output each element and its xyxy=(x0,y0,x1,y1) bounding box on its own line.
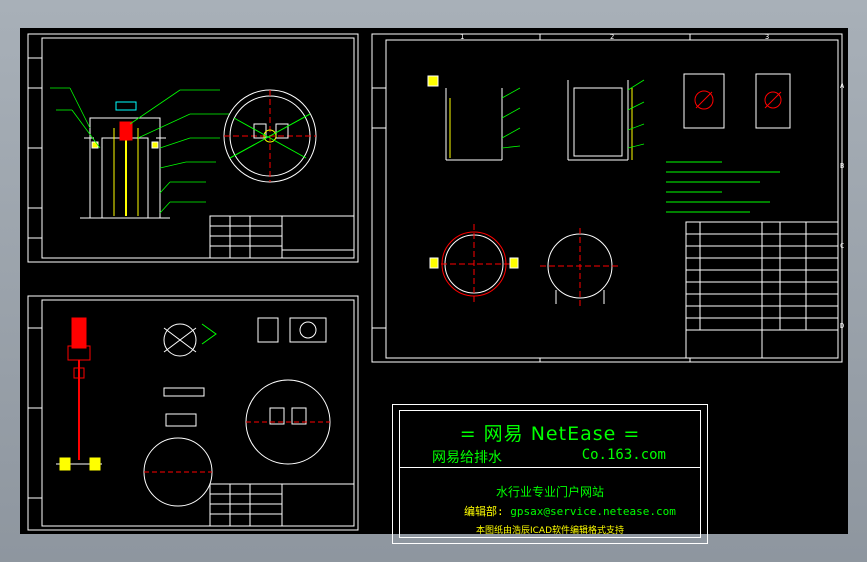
ad-note: 本图纸由浩辰ICAD软件编辑格式支持 xyxy=(475,526,625,536)
ad-title: = 网易 NetEase = xyxy=(459,423,641,445)
ad-divider xyxy=(400,467,700,468)
title-block-bottom-left xyxy=(209,483,355,527)
ad-editor-label: 编辑部: xyxy=(464,505,504,518)
tank-section-views xyxy=(427,73,791,161)
col-marker-3: 3 xyxy=(765,33,769,41)
mixer-shaft-view xyxy=(56,317,102,471)
tank-plan-view xyxy=(223,89,317,183)
tank-notes xyxy=(666,161,780,213)
row-marker-b: B xyxy=(840,162,844,170)
sheet-frame-top-left xyxy=(27,33,359,263)
row-marker-d: D xyxy=(840,322,844,330)
title-block-top-left xyxy=(209,215,355,259)
tank-circle-views xyxy=(429,224,620,306)
col-marker-2: 2 xyxy=(610,33,614,41)
ad-frame: = 网易 NetEase = 网易给排水 Co.163.com 水行业专业门户网… xyxy=(399,410,701,538)
ad-portal-text: 水行业专业门户网站 xyxy=(495,485,604,499)
ad-site-domain[interactable]: Co.163.com xyxy=(581,447,666,463)
model-space[interactable]: 1 2 3 A B C D xyxy=(20,28,848,544)
row-marker-a: A xyxy=(840,82,845,90)
row-marker-c: C xyxy=(840,242,844,250)
ad-site-name: 网易给排水 xyxy=(432,450,502,466)
tank-elevation-leaders xyxy=(50,87,230,214)
netease-ad-panel: = 网易 NetEase = 网易给排水 Co.163.com 水行业专业门户网… xyxy=(392,404,708,544)
mixer-detail-views xyxy=(143,317,331,507)
ad-editor-line: 编辑部: gpsax@service.netease.com xyxy=(464,503,676,519)
col-markers-top: 1 2 3 xyxy=(460,33,769,41)
tank-elevation-view xyxy=(80,101,170,219)
ad-editor-email[interactable]: gpsax@service.netease.com xyxy=(510,505,676,518)
sheet-frame-bottom-left xyxy=(27,295,359,531)
tank-section-leaders xyxy=(501,79,645,149)
bom-table xyxy=(685,221,839,359)
sheet-tank-assembly: 1 2 3 A B C D xyxy=(27,33,845,531)
sheet-frame-top-right xyxy=(371,33,843,363)
row-markers-right: A B C D xyxy=(840,82,845,330)
col-marker-1: 1 xyxy=(460,33,464,41)
